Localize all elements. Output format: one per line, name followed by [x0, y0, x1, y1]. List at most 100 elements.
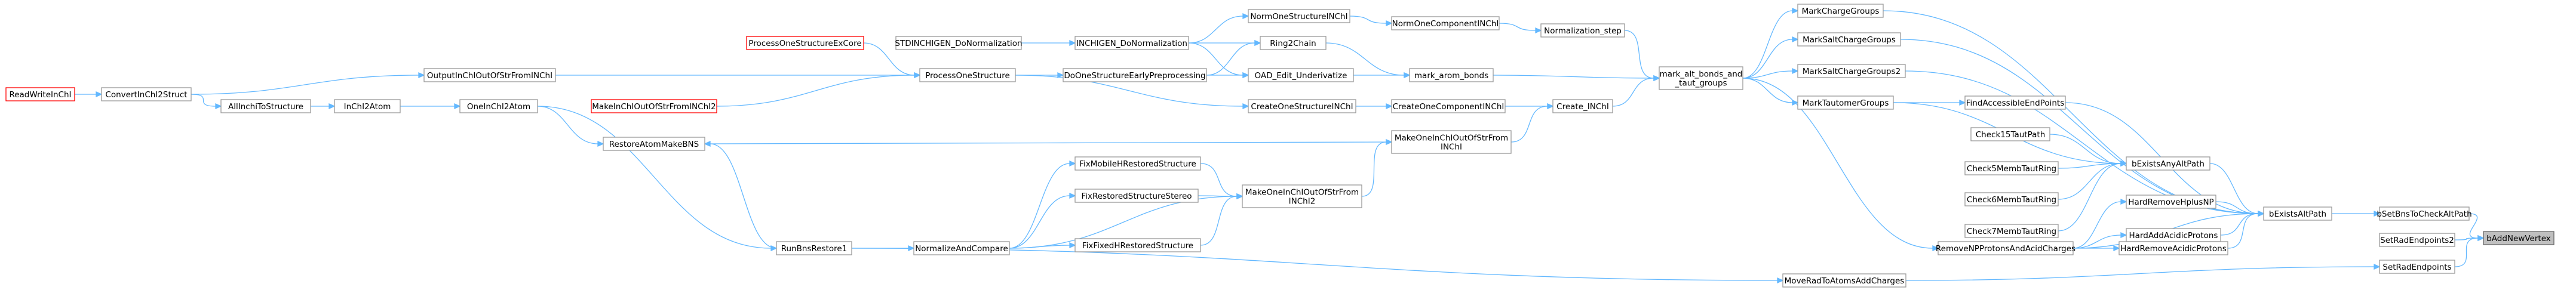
node-setradendpoints[interactable]: SetRadEndpoints	[2379, 260, 2455, 274]
node-doonestructureearlypreprocessing[interactable]: DoOneStructureEarlyPreprocessing	[1063, 68, 1207, 82]
node-box[interactable]	[1964, 192, 2059, 206]
node-box[interactable]	[1260, 36, 1327, 50]
node-markchargegroups[interactable]: MarkChargeGroups	[1797, 4, 1884, 18]
node-box[interactable]	[1964, 95, 2066, 110]
node-box[interactable]	[2379, 260, 2455, 274]
node-hardremoveacidicprotons[interactable]: HardRemoveAcidicProtons	[2118, 241, 2228, 255]
node-box[interactable]	[2483, 231, 2554, 245]
node-box[interactable]	[1391, 16, 1500, 30]
node-hardremovehplusnp[interactable]: HardRemoveHplusNP	[2126, 195, 2216, 209]
node-box[interactable]	[919, 68, 1016, 82]
edge-arrowhead	[1069, 39, 1076, 47]
node-box[interactable]	[220, 99, 311, 113]
node-box[interactable]	[1409, 68, 1494, 82]
node-processonestructureexcore[interactable]: ProcessOneStructureExCore	[746, 36, 864, 50]
node-box[interactable]	[1797, 64, 1906, 78]
node-convertinchi2struct[interactable]: ConvertInChI2Struct	[101, 87, 192, 101]
node-readwriteinchi[interactable]: ReadWriteInChI	[5, 87, 75, 101]
node-check6membtautring[interactable]: Check6MembTautRing	[1964, 192, 2059, 206]
node-box[interactable]	[1797, 32, 1901, 47]
node-check5membtautring[interactable]: Check5MembTautRing	[1964, 161, 2059, 175]
node-box[interactable]	[913, 241, 1010, 255]
node-moveradtoatomsaddcharges[interactable]: MoveRadToAtomsAddCharges	[1782, 273, 1906, 288]
node-baddnewvertex[interactable]: bAddNewVertex	[2483, 231, 2554, 245]
node-box[interactable]	[1074, 36, 1189, 50]
node-mark-arom-bonds[interactable]: mark_arom_bonds	[1409, 68, 1494, 82]
node-box[interactable]	[2379, 233, 2455, 247]
node-box[interactable]	[2126, 156, 2210, 171]
node-box[interactable]	[423, 68, 556, 82]
node-oneinchi2atom[interactable]: OneInChI2Atom	[459, 99, 538, 113]
node-box[interactable]	[1964, 161, 2059, 175]
node-box[interactable]	[603, 137, 705, 151]
node-box[interactable]	[1970, 127, 2050, 141]
node-normonecomponentinchi[interactable]: NormOneComponentINChI	[1391, 16, 1500, 30]
node-box[interactable]	[1964, 224, 2059, 238]
node-box[interactable]	[895, 36, 1022, 50]
node-marktautomergroups[interactable]: MarkTautomerGroups	[1797, 95, 1894, 110]
node-box[interactable]	[2126, 195, 2216, 209]
node-normalization-step[interactable]: Normalization_step	[1540, 23, 1625, 38]
node-box[interactable]	[459, 99, 538, 113]
node-box[interactable]	[1248, 99, 1356, 113]
node-box[interactable]	[2118, 241, 2228, 255]
node-create-inchi[interactable]: Create_INChI	[1552, 99, 1613, 113]
node-bexistsaltpath[interactable]: bExistsAltPath	[2263, 206, 2332, 221]
node-fixfixedhrestoredstructure[interactable]: FixFixedHRestoredStructure	[1074, 238, 1201, 252]
node-createonestructureinchi[interactable]: CreateOneStructureINChI	[1248, 99, 1356, 113]
node-box[interactable]	[1248, 9, 1350, 23]
node-box[interactable]	[591, 99, 717, 113]
node-box[interactable]	[1391, 130, 1512, 154]
node-box[interactable]	[1540, 23, 1625, 38]
node-ring2chain[interactable]: Ring2Chain	[1260, 36, 1327, 50]
node-box[interactable]	[1797, 95, 1894, 110]
node-marksaltchargegroups[interactable]: MarkSaltChargeGroups	[1797, 32, 1901, 47]
node-oad-edit-underivatize[interactable]: OAD_Edit_Underivatize	[1248, 68, 1354, 82]
node-findaccessibleendpoints[interactable]: FindAccessibleEndPoints	[1964, 95, 2066, 110]
node-box[interactable]	[2379, 206, 2470, 221]
node-setradendpoints2[interactable]: SetRadEndpoints2	[2379, 233, 2455, 247]
node-box[interactable]	[1659, 66, 1743, 90]
node-box[interactable]	[1242, 184, 1362, 208]
node-inchigen-donormalization[interactable]: INCHIGEN_DoNormalization	[1074, 36, 1189, 50]
node-runbnsrestore1[interactable]: RunBnsRestore1	[776, 241, 852, 255]
node-bexistsanyaltpath[interactable]: bExistsAnyAltPath	[2126, 156, 2210, 171]
node-box[interactable]	[2263, 206, 2332, 221]
node-box[interactable]	[1391, 99, 1506, 113]
node-box[interactable]	[1063, 68, 1207, 82]
node-hardaddacidicprotons[interactable]: HardAddAcidicProtons	[2126, 228, 2221, 242]
node-box[interactable]	[1074, 189, 1199, 203]
node-marksaltchargegroups2[interactable]: MarkSaltChargeGroups2	[1797, 64, 1906, 78]
node-removenpprotonsandacidcharges[interactable]: RemoveNPProtonsAndAcidCharges	[1936, 241, 2075, 255]
node-normalizeandcompare[interactable]: NormalizeAndCompare	[913, 241, 1010, 255]
node-restoreatommakebns[interactable]: RestoreAtomMakeBNS	[603, 137, 705, 151]
node-box[interactable]	[1074, 238, 1201, 252]
node-fixrestoredstructurestereo[interactable]: FixRestoredStructureStereo	[1074, 189, 1199, 203]
node-createonecomponentinchi[interactable]: CreateOneComponentINChI	[1391, 99, 1506, 113]
node-mark-alt-bonds[interactable]: mark_alt_bonds_and_taut_groups	[1659, 66, 1743, 90]
node-box[interactable]	[1248, 68, 1354, 82]
node-box[interactable]	[746, 36, 864, 50]
node-box[interactable]	[1782, 273, 1906, 288]
node-processonestructure[interactable]: ProcessOneStructure	[919, 68, 1016, 82]
node-box[interactable]	[1552, 99, 1613, 113]
node-makeinchioutofstrfrominchi2[interactable]: MakeInChIOutOfStrFromINChI2	[591, 99, 717, 113]
node-stdinchigen-donormalization[interactable]: STDINCHIGEN_DoNormalization	[895, 36, 1023, 50]
node-outputinchioutofstrfrominchi[interactable]: OutputInChIOutOfStrFromINChI	[423, 68, 556, 82]
node-bsetbnstocheckaltpath[interactable]: bSetBnsToCheckAltPath	[2377, 206, 2472, 221]
node-box[interactable]	[334, 99, 401, 113]
node-fixmobilehrestoredstructure[interactable]: FixMobileHRestoredStructure	[1074, 156, 1201, 171]
node-normonestructureinchi[interactable]: NormOneStructureINChI	[1248, 9, 1350, 23]
node-box[interactable]	[1074, 156, 1201, 171]
node-check15tautpath[interactable]: Check15TautPath	[1970, 127, 2050, 141]
node-box[interactable]	[1938, 241, 2074, 255]
node-box[interactable]	[5, 87, 75, 101]
node-check7membtautring[interactable]: Check7MembTautRing	[1964, 224, 2059, 238]
node-box[interactable]	[1797, 4, 1884, 18]
node-box[interactable]	[776, 241, 852, 255]
node-box[interactable]	[101, 87, 192, 101]
node-inchi2atom[interactable]: InChI2Atom	[334, 99, 401, 113]
node-allinchitostructure[interactable]: AllInchiToStructure	[220, 99, 311, 113]
